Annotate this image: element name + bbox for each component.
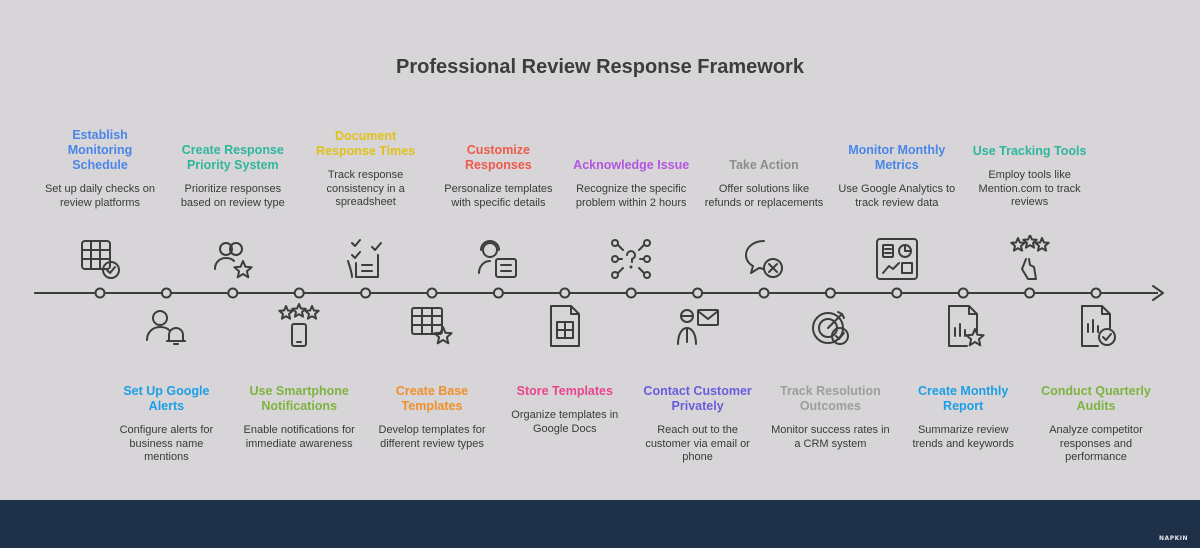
doc-chart-check-icon: [1072, 302, 1120, 350]
diagram-canvas: Professional Review Response Framework E…: [0, 0, 1200, 500]
step-description: Develop templates for different review t…: [378, 424, 486, 450]
step-description: Summarize review trends and keywords: [912, 424, 1014, 450]
step-title: Acknowledge Issue: [573, 158, 690, 172]
checklist-icon: [342, 235, 390, 283]
timeline-node: [492, 287, 504, 299]
timeline-node: [758, 287, 770, 299]
timeline-node: [94, 287, 106, 299]
step-title: Take Action: [729, 158, 799, 172]
calendar-check-icon: [76, 235, 124, 283]
dashboard-icon: [873, 235, 921, 283]
chat-x-icon: [740, 235, 788, 283]
step-title: Monitor Monthly Metrics: [848, 143, 946, 172]
step-title: Conduct Quarterly Audits: [1041, 384, 1151, 413]
step-title: Contact Customer Privately: [643, 384, 752, 413]
timeline-node: [692, 287, 704, 299]
timeline-node: [1090, 287, 1102, 299]
step-description: Employ tools like Mention.com to track r…: [978, 169, 1081, 208]
timeline-node: [625, 287, 637, 299]
step-description: Offer solutions like refunds or replacem…: [704, 183, 824, 209]
arrow-head-icon: [1152, 285, 1164, 301]
spreadsheet-icon: [541, 302, 589, 350]
step-title: Store Templates: [516, 384, 613, 398]
step-title: Create Monthly Report: [918, 384, 1009, 413]
step-title: Set Up Google Alerts: [123, 384, 210, 413]
step-description: Organize templates in Google Docs: [511, 409, 619, 435]
step-description: Enable notifications for immediate aware…: [243, 424, 355, 450]
step-description: Reach out to the customer via email or p…: [645, 424, 750, 463]
timeline-node: [824, 287, 836, 299]
timeline-node: [559, 287, 571, 299]
step-description: Configure alerts for business name menti…: [119, 424, 214, 463]
target-check-icon: [806, 302, 854, 350]
user-star-icon: [209, 235, 257, 283]
diagram-title: Professional Review Response Framework: [396, 56, 804, 78]
user-alert-icon: [142, 302, 190, 350]
timeline-node: [891, 287, 903, 299]
step-title: Customize Responses: [465, 143, 532, 172]
step-title: Create Response Priority System: [181, 143, 284, 172]
timeline-node: [957, 287, 969, 299]
table-star-icon: [408, 302, 456, 350]
report-star-icon: [939, 302, 987, 350]
step-description: Monitor success rates in a CRM system: [771, 424, 890, 450]
stars-hand-icon: [1006, 235, 1054, 283]
step-description: Prioritize responses based on review typ…: [180, 183, 285, 209]
step-title: Use Tracking Tools: [972, 144, 1087, 158]
step-description: Track response consistency in a spreadsh…: [326, 169, 405, 208]
step-title: Document Response Times: [316, 129, 416, 158]
step-description: Set up daily checks on review platforms: [44, 183, 156, 209]
step-description: Analyze competitor responses and perform…: [1049, 424, 1143, 463]
step-description: Recognize the specific problem within 2 …: [575, 183, 687, 209]
timeline-node: [293, 287, 305, 299]
footer-bar: NAPKIN: [0, 500, 1200, 548]
step-description: Personalize templates with specific deta…: [444, 183, 553, 209]
step-title: Establish Monitoring Schedule: [67, 128, 133, 172]
support-doc-icon: [474, 235, 522, 283]
timeline-node: [160, 287, 172, 299]
brand-logo: NAPKIN: [1159, 535, 1188, 542]
step-description: Use Google Analytics to track review dat…: [838, 183, 956, 209]
step-title: Create Base Templates: [395, 384, 469, 413]
question-network-icon: [607, 235, 655, 283]
step-title: Track Resolution Outcomes: [780, 384, 881, 413]
phone-stars-icon: [275, 302, 323, 350]
step-title: Use Smartphone Notifications: [249, 384, 349, 413]
timeline-node: [227, 287, 239, 299]
timeline-node: [1024, 287, 1036, 299]
timeline: [34, 285, 1164, 301]
timeline-node: [426, 287, 438, 299]
timeline-node: [360, 287, 372, 299]
person-mail-icon: [674, 302, 722, 350]
